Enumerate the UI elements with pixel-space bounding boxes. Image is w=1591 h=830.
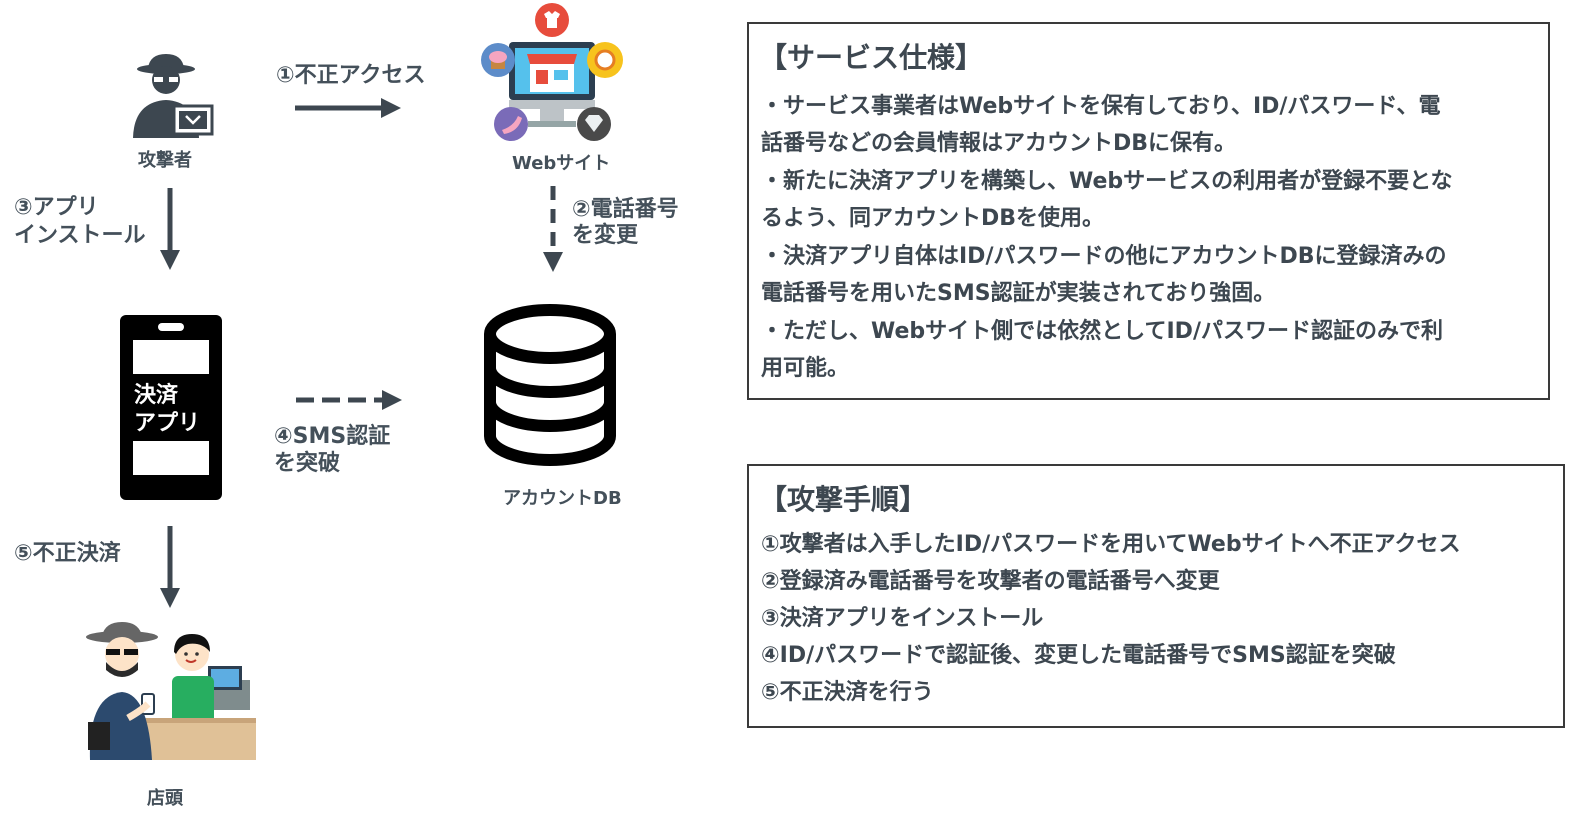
attacker-icon <box>133 54 214 138</box>
step3-label-line2: インストール <box>14 223 146 248</box>
arrow-step4 <box>296 390 402 410</box>
store-illustration <box>86 622 256 760</box>
attack-step-line: ②登録済み電話番号を攻撃者の電話番号へ変更 <box>761 569 1220 594</box>
service-spec-box: 【サービス仕様】 ・サービス事業者はWebサイトを保有しており、ID/パスワード… <box>747 22 1550 400</box>
attack-step-line: ⑤不正決済を行う <box>761 680 934 705</box>
store-label: 店頭 <box>147 788 183 809</box>
database-icon <box>484 304 616 466</box>
service-spec-line: 用可能。 <box>761 356 850 381</box>
step3-label-line1: ③アプリ <box>14 195 99 220</box>
step4-label-line2: を突破 <box>274 451 341 476</box>
attack-steps-title: 【攻撃手順】 <box>759 483 928 516</box>
service-spec-line: 電話番号を用いたSMS認証が実装されており強固。 <box>761 281 1276 306</box>
step2-label-line1: ②電話番号 <box>572 197 679 222</box>
arrow-step3 <box>160 188 180 270</box>
arrow-step5 <box>160 526 180 608</box>
service-spec-line: ・新たに決済アプリを構築し、Webサービスの利用者が登録不要とな <box>761 169 1453 194</box>
service-spec-line: ・サービス事業者はWebサイトを保有しており、ID/パスワード、電 <box>761 94 1441 119</box>
attack-step-line: ①攻撃者は入手したID/パスワードを用いてWebサイトへ不正アクセス <box>761 532 1461 557</box>
attack-step-line: ③決済アプリをインストール <box>761 606 1044 631</box>
service-spec-line: 話番号などの会員情報はアカウントDBに保有。 <box>761 131 1237 156</box>
attacker-label: 攻撃者 <box>138 150 192 171</box>
attack-step-line: ④ID/パスワードで認証後、変更した電話番号でSMS認証を突破 <box>761 643 1396 668</box>
website-label: Webサイト <box>512 153 611 174</box>
arrow-step2 <box>543 186 563 272</box>
phone-speaker <box>158 323 184 331</box>
phone-screen-top <box>133 340 209 374</box>
app-name-line2: アプリ <box>134 411 201 436</box>
website-icon <box>481 3 623 141</box>
service-spec-line: ・決済アプリ自体はID/パスワードの他にアカウントDBに登録済みの <box>761 244 1447 269</box>
payment-app-phone: 決済 アプリ <box>120 315 222 500</box>
service-spec-title: 【サービス仕様】 <box>759 41 984 74</box>
service-spec-line: るよう、同アカウントDBを使用。 <box>761 206 1105 231</box>
step1-label: ①不正アクセス <box>276 63 426 88</box>
step5-label: ⑤不正決済 <box>14 541 121 566</box>
arrow-step1 <box>295 98 401 118</box>
phone-screen-bottom <box>133 441 209 475</box>
database-label: アカウントDB <box>503 488 622 509</box>
step4-label-line1: ④SMS認証 <box>274 424 391 449</box>
app-name-line1: 決済 <box>134 383 179 408</box>
attack-steps-box: 【攻撃手順】 ①攻撃者は入手したID/パスワードを用いてWebサイトへ不正アクセ… <box>747 464 1565 728</box>
service-spec-line: ・ただし、Webサイト側では依然としてID/パスワード認証のみで利 <box>761 319 1443 344</box>
step2-label-line2: を変更 <box>572 223 639 248</box>
